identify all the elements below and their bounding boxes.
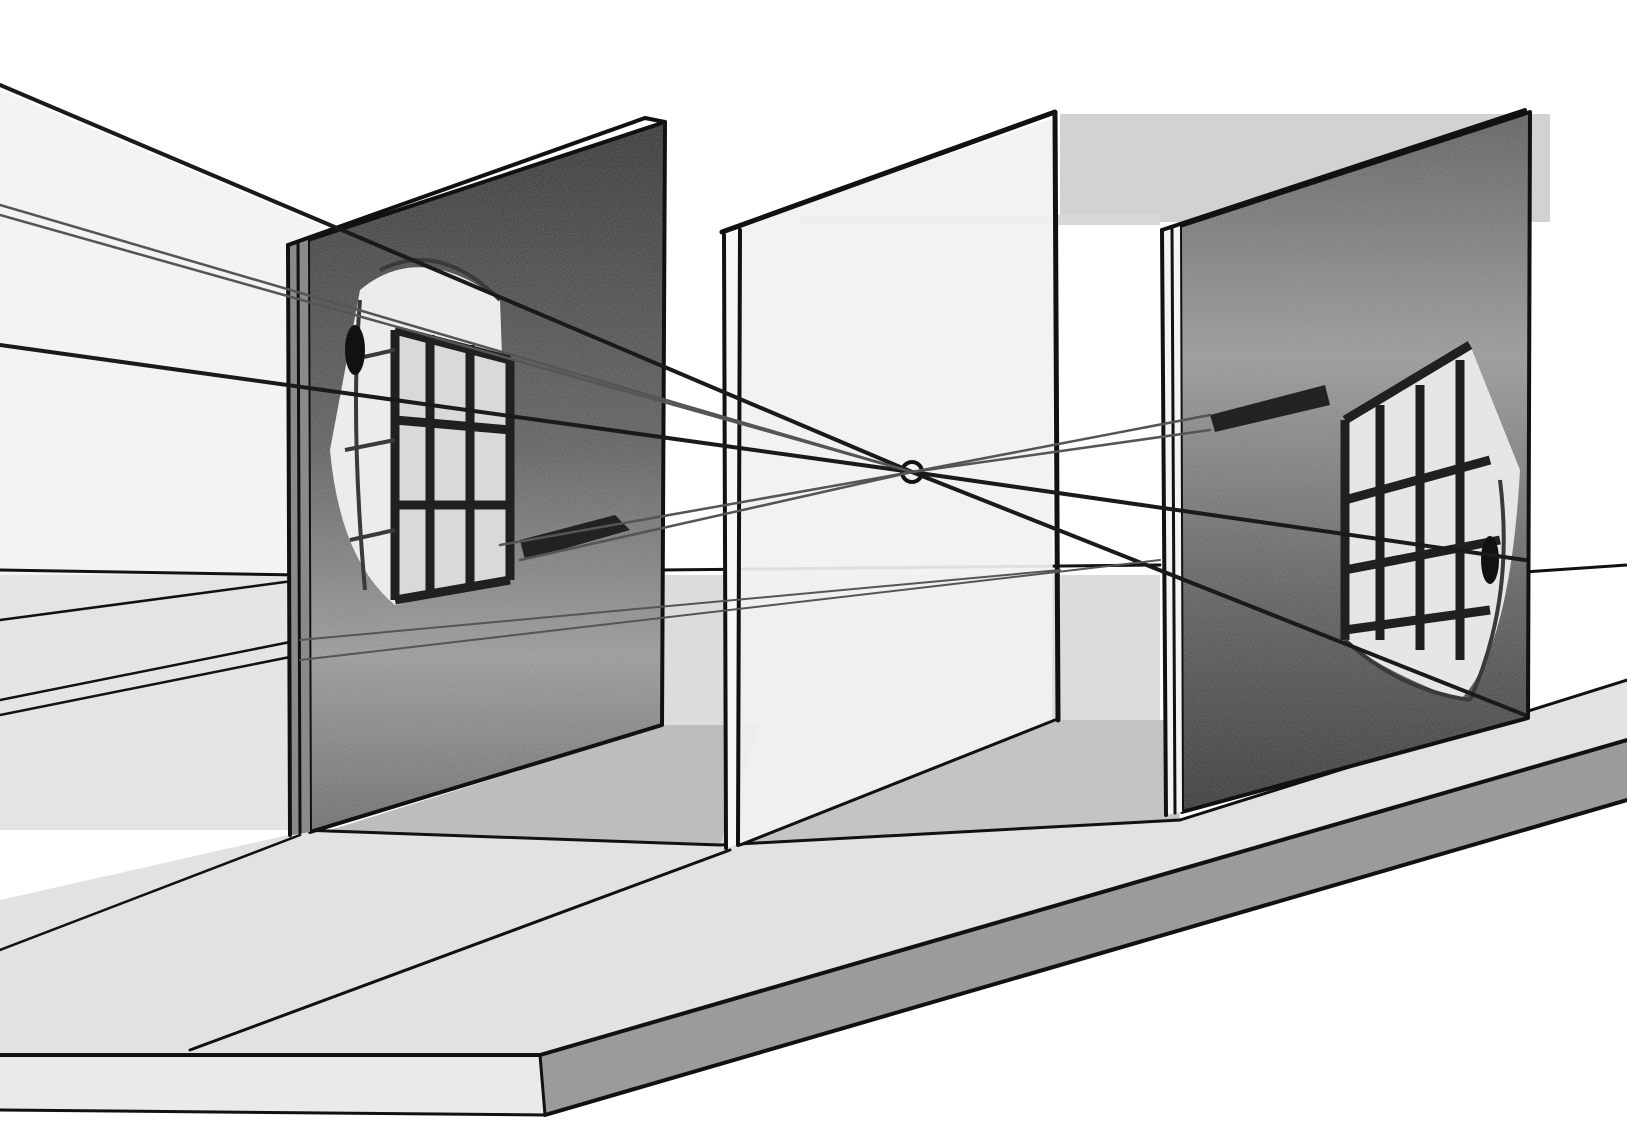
window-image-inverted xyxy=(1210,341,1520,702)
window-image-upright xyxy=(330,258,630,605)
board-front xyxy=(0,1055,545,1115)
base-board xyxy=(0,678,1627,1117)
floor-shadow-center xyxy=(735,720,1180,845)
floor-shadow-left xyxy=(330,725,760,845)
image-screen-right xyxy=(1160,108,1532,817)
light-rays xyxy=(0,83,1527,717)
board-side xyxy=(540,740,1627,1115)
pinhole-screen-center xyxy=(719,109,1061,850)
board-top xyxy=(0,680,1627,1055)
